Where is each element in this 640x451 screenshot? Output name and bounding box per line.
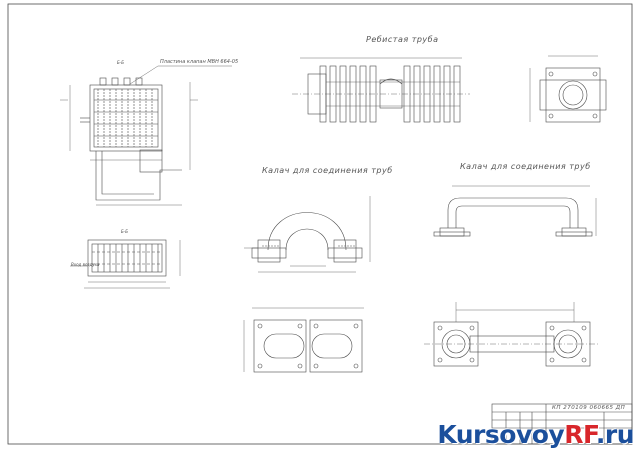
flange-view [529, 55, 607, 123]
inlet-note: Вход воздуха [71, 262, 100, 267]
ribbed-tube-title: Ребистая труба [366, 35, 439, 44]
stamp-code: КП 270109 060665 ДП [552, 405, 626, 411]
flange-plate-view [243, 307, 364, 373]
elbow-left-title: Калач для соединения труб [262, 166, 393, 175]
elbow-right-view [433, 185, 597, 237]
heater-assembly-view [60, 65, 232, 206]
section-label-top: Б-Б [117, 60, 124, 65]
sheet-border [7, 3, 633, 445]
section-label-bottom: Б-Б [121, 229, 128, 234]
watermark-logo: KursovoyRF.ru [437, 420, 634, 449]
ribbed-tube-view [292, 57, 470, 123]
elbow-left-view [244, 196, 371, 273]
elbow-right-title: Калач для соединения труб [460, 162, 591, 171]
title-block [491, 403, 633, 445]
heater-section-view [70, 239, 181, 289]
heater-note: Пластина клапан МВН 664-05 [160, 59, 239, 65]
elbow-plan-view [424, 302, 600, 367]
